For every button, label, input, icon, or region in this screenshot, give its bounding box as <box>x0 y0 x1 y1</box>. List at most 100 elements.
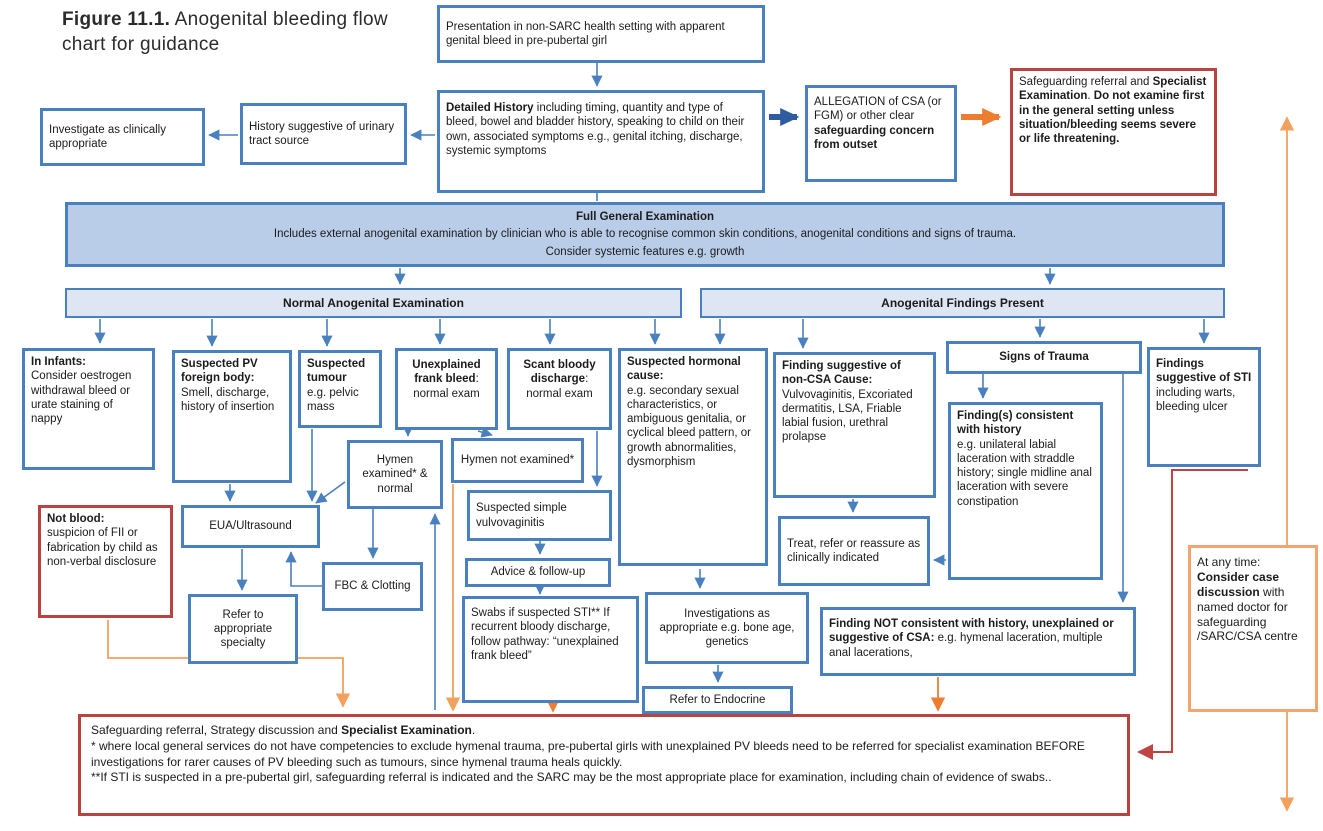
node-detailed-history: Detailed History including timing, quant… <box>437 90 765 193</box>
node-vulvovaginitis-text: Suspected simple vulvovaginitis <box>476 502 567 529</box>
node-at-any-time-text2: with named doctor for safeguarding /SARC… <box>1197 584 1298 644</box>
node-investigate-text: Investigate as clinically appropriate <box>49 123 166 150</box>
node-at-any-time-bold: Consider case discussion <box>1197 569 1280 599</box>
node-finding-not-bold: Finding NOT consistent with history, une… <box>829 618 1114 645</box>
node-refer-specialty: Refer to appropriate specialty <box>188 594 298 664</box>
node-scant-bold: Scant bloody discharge <box>523 359 596 386</box>
node-treat-refer: Treat, refer or reassure as clinically i… <box>778 516 930 586</box>
node-refer-endocrine-text: Refer to Endocrine <box>669 693 766 706</box>
node-safeguarding-top-bold2: Do not examine first in the general sett… <box>1019 90 1205 145</box>
bottom-line3: **If STI is suspected in a pre-pubertal … <box>91 770 1052 785</box>
node-not-blood: Not blood: suspicion of FII or fabricatio… <box>38 505 173 618</box>
node-at-any-time: At any time:Consider case discussion wit… <box>1188 545 1318 712</box>
bottom-line1-bold: Specialist Examination <box>341 723 472 737</box>
node-refer-endocrine: Refer to Endocrine <box>642 686 793 714</box>
bottom-line1: Safeguarding referral, Strategy discussi… <box>91 723 1117 739</box>
banner-normal-exam: Normal Anogenital Examination <box>65 288 682 318</box>
bottom-line1-end: . <box>471 723 476 737</box>
node-allegation-bold: safeguarding concern from outset <box>814 124 935 151</box>
node-treat-refer-text: Treat, refer or reassure as clinically i… <box>787 537 921 564</box>
node-non-csa-bold: Finding suggestive of non-CSA Cause: <box>782 360 901 387</box>
node-investigate: Investigate as clinically appropriate <box>40 108 205 166</box>
node-presentation-text: Presentation in non-SARC health setting … <box>446 20 725 47</box>
node-hormonal-bold: Suspected hormonal cause: <box>627 356 741 383</box>
node-tumour-bold: Suspected tumour <box>307 358 366 385</box>
node-refer-specialty-text: Refer to appropriate specialty <box>213 608 273 650</box>
node-hormonal-cause: Suspected hormonal cause:e.g. secondary … <box>618 348 768 566</box>
node-eua-ultrasound: EUA/Ultrasound <box>181 505 320 548</box>
node-presentation: Presentation in non-SARC health setting … <box>437 5 765 63</box>
band-line2: Includes external anogenital examination… <box>273 228 1017 241</box>
node-allegation-text: ALLEGATION of CSA (or FGM) or other clea… <box>814 96 942 123</box>
node-finding-not-consistent: Finding NOT consistent with history, une… <box>820 607 1136 676</box>
node-non-csa-text: Vulvovaginitis, Excoriated dermatitis, L… <box>782 388 913 444</box>
figure-title: Figure 11.1. Anogenital bleeding flow ch… <box>62 8 402 57</box>
arrow-fbc-eua <box>285 551 322 587</box>
node-sti-text: including warts, bleeding ulcer <box>1156 386 1236 413</box>
node-hymen-examined-text: Hymen examined* & normal <box>362 454 428 495</box>
node-hymen-not-examined: Hymen not examined* <box>451 438 584 483</box>
arrow-hymen-examined-eua <box>315 481 346 504</box>
figure-caption: Anogenital bleeding flow chart for guida… <box>62 9 388 55</box>
banner-findings-present: Anogenital Findings Present <box>700 288 1225 318</box>
node-swabs-text: Swabs if suspected STI** If recurrent bl… <box>471 607 619 662</box>
node-non-csa-cause: Finding suggestive of non-CSA Cause:Vulv… <box>773 352 936 498</box>
node-scant-text: : normal exam <box>526 373 593 400</box>
node-fbc-text: FBC & Clotting <box>334 580 411 593</box>
node-hormonal-text: e.g. secondary sexual characteristics, o… <box>627 384 752 468</box>
node-infants: In Infants: Consider oestrogen withdrawal… <box>22 348 155 470</box>
node-safeguarding-top-text1: Safeguarding referral and <box>1019 76 1153 88</box>
node-signs-of-trauma: Signs of Trauma <box>946 341 1142 374</box>
node-not-blood-bold: Not blood: <box>47 513 105 525</box>
node-hymen-not-examined-text: Hymen not examined* <box>460 454 575 467</box>
node-infants-bold: In Infants: <box>31 356 86 368</box>
node-investigations-text: Investigations as appropriate e.g. bone … <box>659 607 795 649</box>
arrow-sti-bottom <box>1137 469 1248 760</box>
node-unexplained-bleed: Unexplained frank bleed: normal exam <box>395 348 498 430</box>
node-safeguarding-bottom: Safeguarding referral, Strategy discussi… <box>78 714 1130 816</box>
node-urinary-text: History suggestive of urinary tract sour… <box>249 120 395 147</box>
node-sti-bold: Findings suggestive of STI <box>1156 358 1252 385</box>
node-advice-followup: Advice & follow-up <box>465 558 611 587</box>
node-eua-text: EUA/Ultrasound <box>209 520 292 533</box>
banner-normal-exam-label: Normal Anogenital Examination <box>283 296 464 310</box>
figure-number: Figure 11.1. <box>62 9 171 30</box>
node-pv-foreign-body: Suspected PV foreign body:Smell, dischar… <box>172 350 292 483</box>
node-unexplained-text: : normal exam <box>413 373 480 400</box>
node-investigations: Investigations as appropriate e.g. bone … <box>645 592 809 664</box>
node-scant-discharge: Scant bloody discharge: normal exam <box>507 348 612 430</box>
node-urinary-source: History suggestive of urinary tract sour… <box>240 103 407 165</box>
bottom-line2: * where local general services do not ha… <box>91 738 1085 769</box>
band-line3: Consider systemic features e.g. growth <box>545 245 745 258</box>
node-pv-bold: Suspected PV foreign body: <box>181 358 258 385</box>
band-title: Full General Examination <box>575 211 715 223</box>
node-tumour-text: e.g. pelvic mass <box>307 386 359 413</box>
node-consistent-text: e.g. unilateral labial laceration with s… <box>957 438 1092 508</box>
node-detailed-history-text: including timing, quantity and type of b… <box>446 102 745 157</box>
band-full-general-exam: Full General Examination Includes extern… <box>65 202 1225 267</box>
node-advice-text: Advice & follow-up <box>490 566 586 579</box>
node-at-any-time-text1: At any time: <box>1197 555 1261 569</box>
node-infants-text: Consider oestrogen withdrawal bleed or u… <box>31 370 132 425</box>
arrow-unexplained-hymen-not <box>477 426 493 438</box>
node-safeguarding-top-bold1: Specialist Examination <box>1019 76 1207 103</box>
banner-findings-present-label: Anogenital Findings Present <box>881 296 1044 310</box>
node-safeguarding-top: Safeguarding referral and Specialist Exa… <box>1010 68 1217 196</box>
node-finding-not-text: e.g. hymenal laceration, multiple anal l… <box>829 632 1103 659</box>
node-fbc-clotting: FBC & Clotting <box>322 562 423 611</box>
node-not-blood-text: suspicion of FII or fabrication by child… <box>47 527 158 568</box>
node-detailed-history-bold: Detailed History <box>446 102 534 114</box>
node-findings-sti: Findings suggestive of STI including war… <box>1147 347 1261 467</box>
node-signs-of-trauma-label: Signs of Trauma <box>999 351 1089 364</box>
node-hymen-examined: Hymen examined* & normal <box>347 440 443 509</box>
node-safeguarding-top-text2: . <box>1087 90 1094 103</box>
node-pv-text: Smell, discharge, history of insertion <box>181 386 275 413</box>
node-unexplained-bold: Unexplained frank bleed <box>412 359 481 386</box>
node-allegation: ALLEGATION of CSA (or FGM) or other clea… <box>805 85 957 182</box>
node-swabs: Swabs if suspected STI** If recurrent bl… <box>462 596 639 703</box>
node-consistent-bold: Finding(s) consistent with history <box>957 410 1074 437</box>
